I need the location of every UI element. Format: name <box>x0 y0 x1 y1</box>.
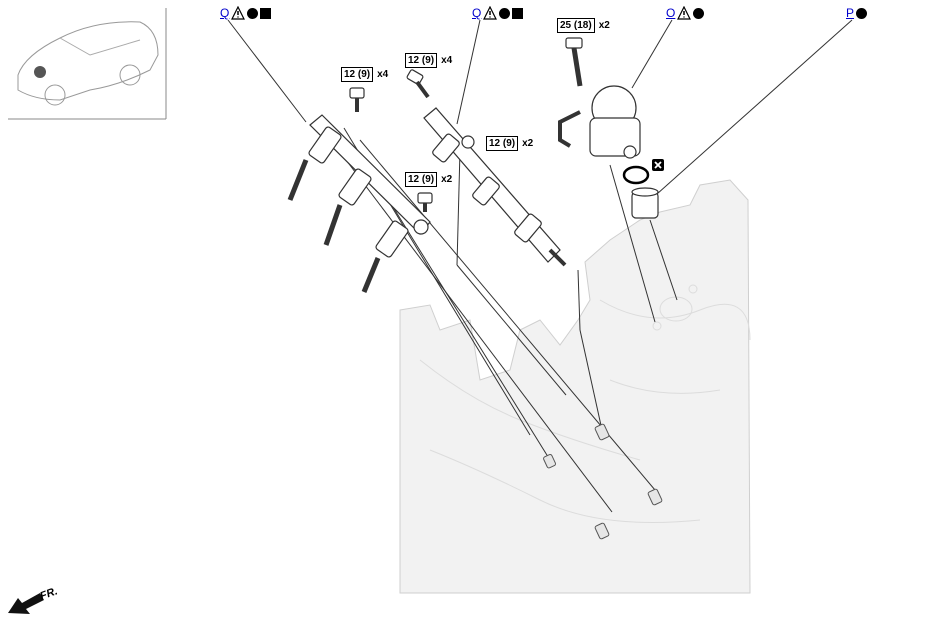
o-ring <box>622 165 650 185</box>
torque-callout-2: 12 (9) x4 <box>405 53 452 68</box>
fuel-pump <box>558 85 641 159</box>
torque-value: 12 (9) <box>405 53 438 68</box>
ref-q-1: Q <box>220 6 272 20</box>
bolt-right-upper <box>406 69 430 99</box>
warning-triangle-icon <box>231 6 246 20</box>
circle-marker-icon <box>499 7 511 19</box>
torque-callout-1: 12 (9) x4 <box>341 67 388 82</box>
torque-value: 12 (9) <box>486 136 519 151</box>
ref-p: P <box>846 6 868 20</box>
engine-block-outline <box>399 179 751 594</box>
square-marker-icon <box>260 7 272 19</box>
warning-triangle-icon <box>483 6 498 20</box>
ref-link-q-2[interactable]: Q <box>472 6 482 20</box>
ref-link-p[interactable]: P <box>846 6 855 20</box>
bolt-center <box>417 192 433 212</box>
injector-seats <box>543 423 663 540</box>
torque-quantity: x2 <box>441 174 453 185</box>
torque-quantity: x4 <box>377 69 389 80</box>
pump-lifter <box>631 187 659 219</box>
torque-value: 25 (18) <box>557 18 595 33</box>
torque-quantity: x4 <box>441 55 453 66</box>
front-arrow-icon <box>8 593 44 614</box>
torque-callout-3: 25 (18) x2 <box>557 18 610 33</box>
ref-link-o[interactable]: O <box>666 6 676 20</box>
torque-callout-4: 12 (9) x2 <box>486 136 533 151</box>
square-marker-icon <box>512 7 524 19</box>
warning-triangle-icon <box>677 6 692 20</box>
bolt-left-upper <box>349 87 365 112</box>
torque-quantity: x2 <box>522 138 534 149</box>
ref-q-2: Q <box>472 6 524 20</box>
torque-value: 12 (9) <box>341 67 374 82</box>
replace-part-icon <box>652 159 664 171</box>
bolt-pump <box>565 37 583 87</box>
torque-quantity: x2 <box>598 20 610 31</box>
circle-marker-icon <box>856 7 868 19</box>
ref-o: O <box>666 6 705 20</box>
mounting-bolts <box>349 37 583 212</box>
engine-detail-lines <box>419 284 751 523</box>
fuel-rail-right <box>423 107 567 267</box>
fuel-rail-left <box>287 114 431 293</box>
circle-marker-icon <box>247 7 259 19</box>
ref-link-q-1[interactable]: Q <box>220 6 230 20</box>
leader-lines <box>227 19 853 513</box>
vehicle-locator-thumbnail <box>8 8 167 120</box>
torque-callout-5: 12 (9) x2 <box>405 172 452 187</box>
circle-marker-icon <box>693 7 705 19</box>
torque-value: 12 (9) <box>405 172 438 187</box>
